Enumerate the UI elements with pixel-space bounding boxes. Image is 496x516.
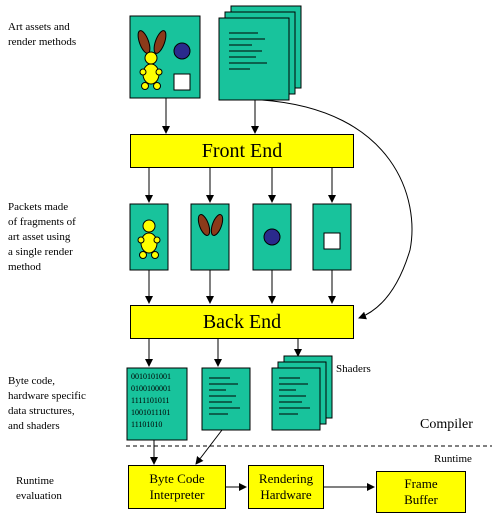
runtime-evaluation-label: Runtime evaluation [16,475,62,502]
bytecode-label: Byte code, hardware specific data struct… [8,375,86,432]
packet-card-square [312,203,352,271]
data-structure-document [201,367,251,431]
rendering-hardware-box: Rendering Hardware [248,465,324,509]
render-methods-stack [218,5,302,101]
byte-code-interpreter-box: Byte Code Interpreter [128,465,226,509]
bytecode-line: 1111101011 [131,396,170,405]
shaders-label: Shaders [336,363,371,375]
compiler-label: Compiler [420,417,473,432]
art-asset-card [129,15,201,99]
packet-card-bunny [129,203,169,271]
square-icon [173,73,191,91]
bunny-body-icon [139,51,163,90]
art-assets-label: Art assets and render methods [8,21,77,48]
back-end-box: Back End [130,305,354,339]
bypass-arrow [261,99,413,320]
runtime-label: Runtime [434,453,472,465]
packet-card-circle [252,203,292,271]
bytecode-line: 0010101001 [131,372,171,381]
bytecode-card: 0010101001 0100100001 1111101011 1001011… [126,367,188,441]
bunny-ear-icon [153,30,167,54]
bytecode-line: 0100100001 [131,384,171,393]
packet-card-ears [190,203,230,271]
packets-label: Packets made of fragments of art asset u… [8,201,76,273]
shader-stack [271,355,333,431]
bytecode-line: 11101010 [131,420,162,429]
circle-icon [173,42,191,60]
front-end-box: Front End [130,134,354,168]
frame-buffer-box: Frame Buffer [376,471,466,513]
bytecode-line: 1001011101 [131,408,170,417]
